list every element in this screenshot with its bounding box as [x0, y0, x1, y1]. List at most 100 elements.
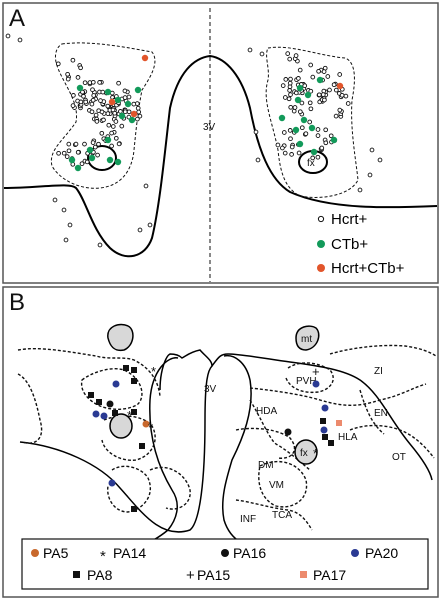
hcrt-cell [286, 96, 292, 102]
hcrt-cell [289, 144, 295, 150]
hcrt-cell [55, 61, 61, 67]
hcrt-cell [280, 83, 286, 88]
zi-label: ZI [374, 366, 383, 377]
pa20-marker [320, 426, 328, 434]
hcrt-cell [333, 113, 339, 119]
ctb-cell [124, 100, 132, 108]
double-labeled-markers [108, 54, 344, 118]
hcrt-cell [113, 119, 119, 124]
double-labeled-cell [130, 110, 138, 118]
hcrt-cell [122, 95, 128, 100]
left-fx [109, 413, 133, 439]
hcrt-cell [66, 141, 72, 147]
hcrt-cell [110, 107, 116, 113]
ctb-cell [104, 136, 112, 144]
pa8-marker [320, 418, 326, 424]
hcrt-cell [61, 207, 67, 213]
hcrt-cell [83, 99, 89, 105]
hcrt-cell [79, 161, 85, 167]
pa8-marker [131, 506, 137, 512]
hcrt-cell [92, 144, 98, 150]
dm-label: DM [258, 460, 274, 471]
pa20-marker [321, 404, 329, 412]
hcrt-cell [308, 88, 314, 94]
ctb-cell [308, 124, 316, 132]
legend-pa20-label: PA20 [365, 545, 398, 561]
hcrt-cell [282, 150, 288, 156]
ctb-cell [292, 126, 300, 134]
hcrt-cell [299, 125, 305, 131]
double-labeled-cell [141, 54, 149, 62]
pa8-marker [112, 410, 118, 416]
inf-label: INF [240, 514, 256, 525]
hcrt-cell [319, 145, 325, 151]
double-labeled-cell [108, 98, 116, 106]
hcrt-cell [331, 82, 337, 88]
hcrt-cell [296, 76, 301, 81]
hcrt-cell [288, 136, 293, 142]
pa8-marker [328, 440, 334, 446]
hcrt-cell [281, 130, 287, 135]
hcrt-cell [94, 119, 100, 124]
hcrt-cell [71, 93, 76, 98]
legend-b: PA5 * PA14 PA16 PA20 PA8 + PA15 PA17 [31, 545, 398, 584]
hcrt-cell [345, 101, 351, 106]
hda-label: HDA [256, 406, 277, 417]
left-mt [107, 323, 134, 352]
legend-ctb-marker [317, 240, 325, 248]
hcrt-cell [287, 88, 292, 93]
hcrt-cell [90, 87, 95, 93]
ventricle-label-a: 3V [203, 122, 216, 133]
ctb-cell [300, 116, 308, 124]
hcrt-cell [82, 80, 88, 86]
right-ventricle-wall [221, 354, 271, 553]
ctb-cell [106, 156, 114, 164]
legend-double-marker [317, 264, 325, 272]
ctb-cell [128, 116, 136, 124]
hcrt-cell [5, 33, 11, 39]
hcrt-cell [287, 128, 293, 133]
hcrt-cell [288, 92, 293, 97]
hcrt-cell [293, 90, 299, 96]
pa8-marker [123, 365, 129, 371]
hcrt-cell [288, 76, 293, 82]
hcrt-cell [105, 111, 111, 116]
hcrt-cell [137, 227, 143, 233]
hcrt-cell [78, 99, 84, 105]
hcrt-cell [147, 222, 153, 228]
hcrt-cell [367, 172, 373, 178]
hcrt-cell [80, 89, 85, 95]
hcrt-cell [369, 147, 375, 153]
ctb-cell [104, 88, 112, 96]
hcrt-cell [337, 72, 343, 77]
hcrt-cell [297, 67, 303, 73]
hcrt-cell [122, 109, 128, 115]
ctb-cell [294, 96, 302, 104]
ctb-cell [330, 136, 338, 144]
hcrt-cell [89, 101, 95, 107]
legend-double-label: Hcrt+CTb+ [331, 260, 405, 277]
hcrt-cell [315, 127, 321, 132]
hcrt-cell [105, 103, 111, 109]
hcrt-cell-markers [5, 33, 383, 248]
hcrt-cell [131, 101, 137, 107]
hcrt-cell [64, 154, 70, 159]
pvh-label: PVH [296, 376, 317, 387]
legend-b-box [21, 538, 429, 590]
legend-pa8-label: PA8 [87, 567, 113, 583]
hcrt-cell [253, 129, 259, 135]
hcrt-cell [66, 148, 72, 154]
right-fx [294, 439, 318, 465]
right-mt [295, 325, 320, 351]
hcrt-cell [96, 141, 101, 147]
hcrt-cell [101, 117, 106, 123]
fx-label-a: fx [307, 158, 315, 169]
injection-markers: * * * * + [88, 364, 342, 512]
hcrt-cell [97, 80, 102, 85]
hcrt-cell [315, 154, 321, 160]
double-labeled-cell [336, 82, 344, 90]
ctb-cell [88, 154, 96, 162]
hcrt-cell [113, 135, 119, 141]
pa16-marker [106, 400, 114, 408]
legend-pa15-marker: + [186, 567, 195, 584]
